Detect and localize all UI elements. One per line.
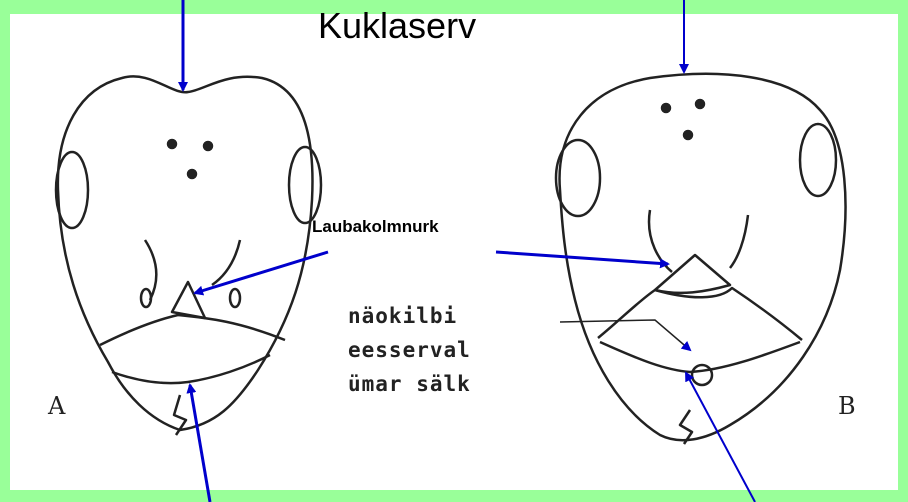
clypeus-label-line-1: näokilbi — [348, 304, 458, 328]
arrows — [178, 0, 756, 502]
arrow-frontal-triangle-b — [495, 250, 670, 269]
head-b-clypeus-top — [597, 286, 803, 341]
frontal-triangle-label: Laubakolmnurk — [312, 217, 439, 236]
panel-label-b: B — [838, 392, 856, 420]
top-band — [0, 0, 908, 14]
head-a-frontal-carina-right — [211, 239, 242, 287]
head-b-notch — [690, 363, 714, 387]
head-a-eye-left — [54, 150, 90, 230]
label-pointer-line — [559, 319, 692, 352]
head-a-antenna-socket-right — [228, 287, 242, 309]
head-b-eye-right — [798, 122, 838, 198]
head-a-ocellus-2 — [202, 140, 214, 152]
clypeus-label-line-3: ümar sälk — [348, 372, 471, 396]
head-b-frontal-carina-right — [729, 214, 750, 269]
arrow-notch-b — [685, 371, 756, 502]
head-b-ocellus-1 — [660, 102, 672, 114]
head-a-mandible — [172, 394, 188, 436]
head-a-ocellus-1 — [166, 138, 178, 150]
head-a-ocellus-3 — [186, 168, 198, 180]
arrow-frontal-triangle-a — [193, 250, 329, 296]
head-b-outline — [558, 72, 847, 442]
arrow-clypeus-a — [186, 383, 212, 502]
head-a-frontal-carina-left — [143, 239, 158, 301]
head-b-mandible — [678, 409, 694, 445]
head-a-clypeus-top — [99, 313, 286, 347]
head-a-clypeus-bottom — [111, 353, 271, 385]
head-b-frontal-triangle — [653, 253, 732, 295]
clypeus-label-line-2: eesserval — [348, 338, 471, 362]
head-a-frontal-triangle — [170, 280, 207, 320]
head-b-ocellus-2 — [694, 98, 706, 110]
head-b-ocellus-3 — [682, 129, 694, 141]
page-title: Kuklaserv — [318, 5, 477, 46]
head-b-clypeus-bottom — [599, 340, 801, 374]
head-b-frontal-carina-left — [647, 209, 673, 273]
head-a-antenna-socket-left — [139, 287, 153, 309]
head-a — [54, 75, 323, 436]
head-a-eye-right — [287, 145, 323, 225]
head-b-eye-left — [554, 138, 602, 218]
head-a-outline — [56, 75, 314, 432]
panel-label-a: A — [48, 392, 66, 420]
